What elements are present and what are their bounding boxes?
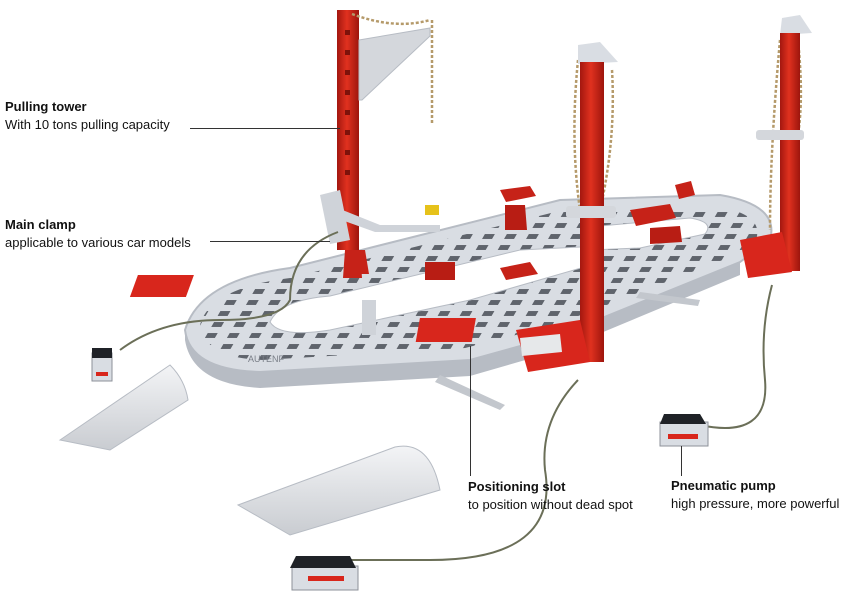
- positioning-slot-leader: [470, 346, 471, 476]
- pulling-tower-callout: Pulling tower With 10 tons pulling capac…: [5, 98, 170, 134]
- ramp-graphic: [58, 364, 441, 536]
- positioning-slot-subtitle: to position without dead spot: [468, 497, 633, 512]
- pulling-tower-leader: [190, 128, 340, 129]
- pulling-tower-subtitle: With 10 tons pulling capacity: [5, 117, 170, 132]
- main-clamp-subtitle: applicable to various car models: [5, 235, 191, 250]
- pneumatic-pump-leader: [681, 446, 682, 476]
- positioning-slot-title: Positioning slot: [468, 479, 566, 494]
- main-clamp-callout: Main clamp applicable to various car mod…: [5, 216, 191, 252]
- pulling-tower-graphic: [320, 10, 440, 278]
- positioning-slot-callout: Positioning slot to position without dea…: [468, 478, 633, 514]
- pneumatic-pump-callout: Pneumatic pump high pressure, more power…: [671, 477, 839, 513]
- pneumatic-pump-subtitle: high pressure, more powerful: [671, 496, 840, 511]
- right-tower-graphic: [740, 15, 812, 278]
- brand-mark-text: AUTENF: [248, 354, 285, 364]
- pneumatic-pump-title: Pneumatic pump: [671, 478, 776, 493]
- pulling-tower-title: Pulling tower: [5, 99, 87, 114]
- platform-frame: AUTENF: [183, 193, 773, 388]
- main-clamp-leader: [210, 241, 330, 242]
- center-tower-graphic: [516, 42, 618, 372]
- main-clamp-title: Main clamp: [5, 217, 76, 232]
- pneumatic-pump-graphic: [91, 348, 709, 591]
- air-hoses: [119, 231, 773, 562]
- main-clamp-graphic: [129, 181, 695, 342]
